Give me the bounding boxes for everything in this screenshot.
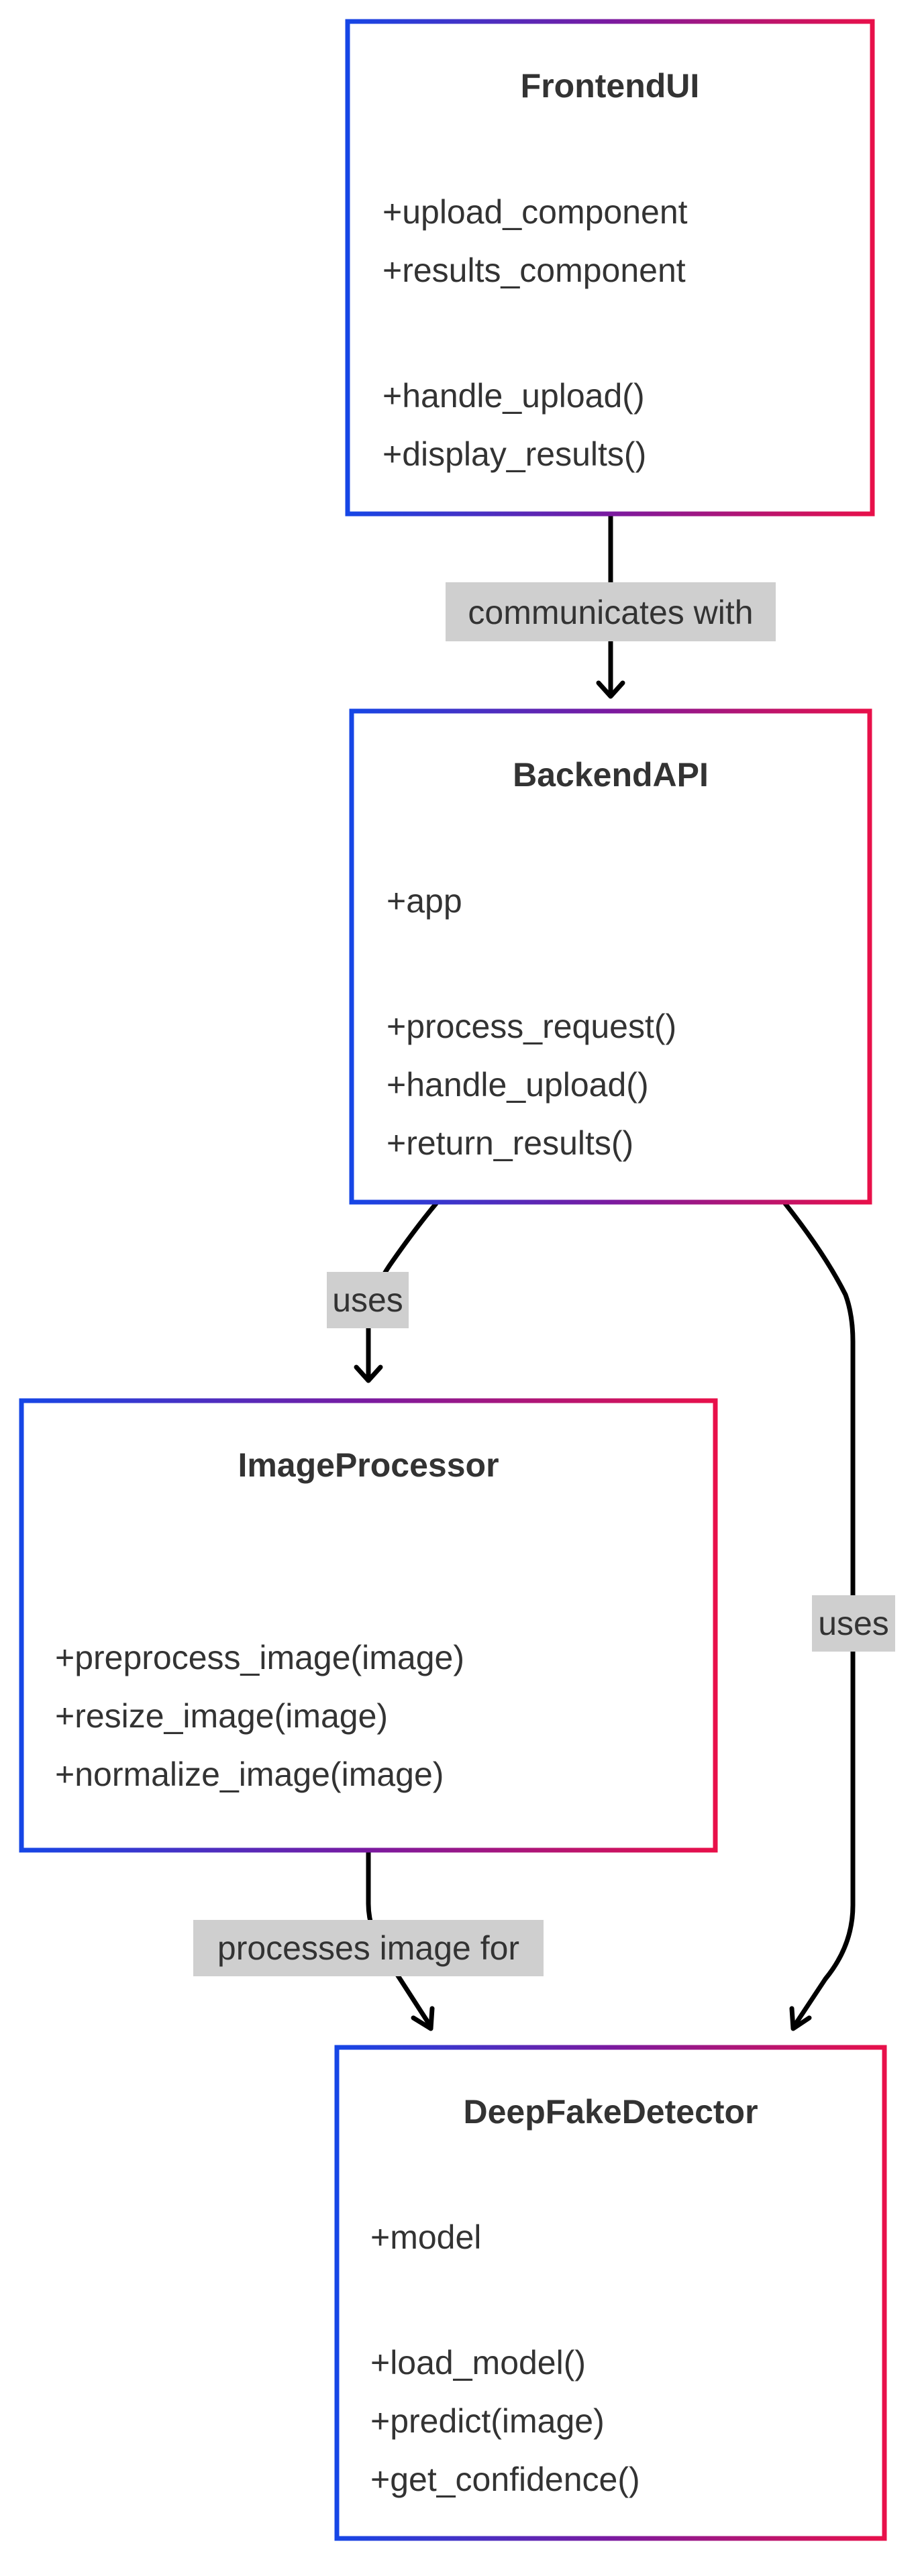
edge-label-text: processes image for (217, 1929, 519, 1967)
edge-label-backend-uses-processor: uses (327, 1272, 409, 1328)
edge-label-text: uses (332, 1281, 403, 1319)
class-method: +handle_upload() (382, 377, 645, 415)
class-method: +return_results() (387, 1124, 633, 1162)
class-backendapi: BackendAPI +app +process_request() +hand… (349, 708, 872, 1205)
class-method: +normalize_image(image) (55, 1756, 444, 1793)
class-method: +resize_image(image) (55, 1697, 388, 1735)
class-box (345, 19, 875, 517)
class-method: +preprocess_image(image) (55, 1639, 464, 1676)
class-box (334, 2045, 887, 2541)
class-method: +get_confidence() (370, 2461, 640, 2498)
edge-label-bg (193, 1920, 544, 1976)
edge-label-bg (812, 1595, 895, 1652)
edge-label-bg (327, 1272, 409, 1328)
arrowhead-processes-image-for (411, 2006, 435, 2031)
edge-label-bg (446, 582, 776, 641)
edge-backend-uses-detector (782, 1201, 856, 2031)
class-method: +display_results() (382, 435, 646, 473)
edge-label-backend-uses-detector: uses (812, 1595, 895, 1652)
class-attribute: +model (370, 2218, 481, 2256)
class-method: +predict(image) (370, 2402, 605, 2440)
class-frontendui: FrontendUI +upload_component +results_co… (345, 19, 875, 517)
edge-label-text: communicates with (468, 594, 753, 631)
class-deepfakedetector: DeepFakeDetector +model +load_model() +p… (334, 2045, 887, 2541)
class-box (19, 1398, 718, 1853)
class-method: +process_request() (387, 1008, 676, 1045)
edge-label-communicates-with: communicates with (446, 582, 776, 641)
class-attribute: +app (387, 882, 462, 920)
class-method: +handle_upload() (387, 1066, 649, 1104)
class-method: +load_model() (370, 2344, 586, 2381)
class-attribute: +results_component (382, 252, 686, 289)
class-box (349, 708, 872, 1205)
arrowhead-backend-uses-detector (789, 2006, 812, 2031)
class-name: FrontendUI (521, 67, 700, 105)
arrowhead-communicates-with (596, 680, 625, 699)
arrowhead-backend-uses-processor (354, 1364, 383, 1383)
class-name: BackendAPI (513, 756, 709, 794)
class-imageprocessor: ImageProcessor +preprocess_image(image) … (19, 1398, 718, 1853)
class-attribute: +upload_component (382, 193, 688, 231)
edge-label-text: uses (818, 1605, 889, 1642)
class-name: ImageProcessor (238, 1446, 499, 1484)
edge-label-processes-image-for: processes image for (193, 1920, 544, 1976)
class-name: DeepFakeDetector (463, 2093, 758, 2131)
